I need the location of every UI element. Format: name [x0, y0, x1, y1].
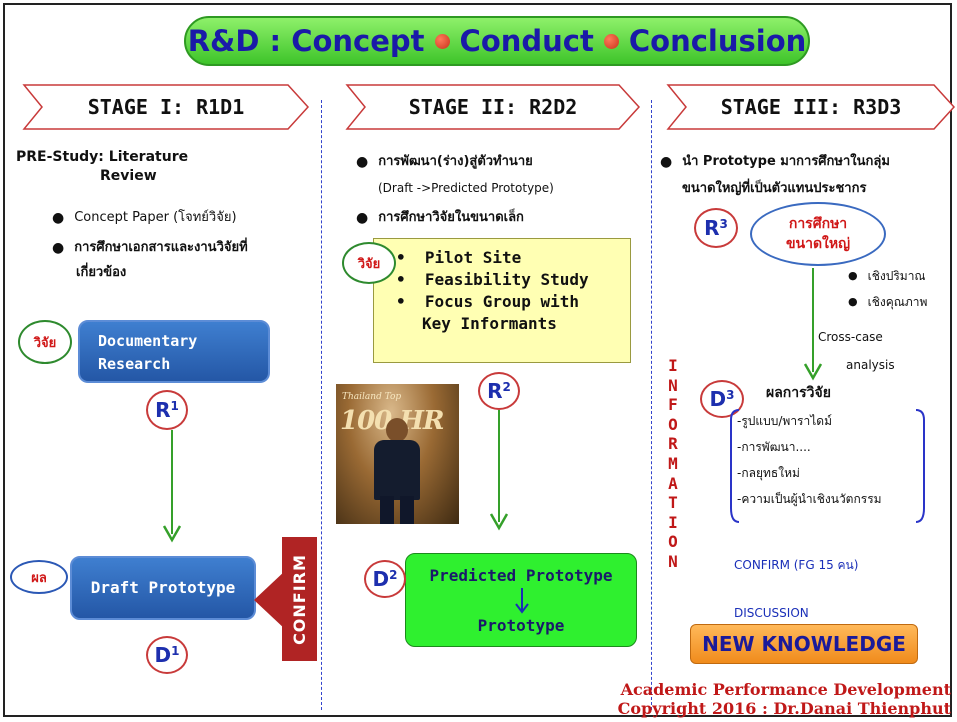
person-head — [386, 418, 408, 442]
cross-case-text: analysis — [846, 358, 895, 372]
large-scale-study-oval: การศึกษา ขนาดใหญ่ — [750, 202, 886, 266]
award-photo: Thailand Top 100 HR — [336, 384, 459, 524]
title-part-conclusion: Conclusion — [628, 24, 807, 58]
bullet-icon: ● — [848, 295, 858, 308]
bullet-icon: ● — [660, 154, 673, 170]
result-tag: ผล — [10, 560, 68, 594]
list-item: ● เชิงปริมาณ — [848, 264, 926, 288]
list-item: ● นำ Prototype มาการศึกษาในกลุ่ม — [660, 150, 890, 174]
research-tag: วิจัย — [342, 242, 396, 284]
credit-line-1: Academic Performance Development — [620, 680, 951, 699]
bullet-icon: ● — [356, 154, 369, 170]
stage-2-header: STAGE II: R2D2 — [345, 83, 641, 131]
stage-3-label: STAGE III: R3D3 — [720, 95, 902, 119]
right-brace-icon — [915, 409, 925, 523]
stage-1-header: STAGE I: R1D1 — [22, 83, 310, 131]
list-item: ● การศึกษาเอกสารและงานวิจัยที่ — [52, 236, 248, 260]
list-item-continuation: เกี่ยวข้อง — [76, 265, 127, 280]
result-item: -รูปแบบ/พาราไดม์ — [737, 414, 832, 428]
bullet-icon: ● — [848, 269, 858, 282]
chevron-arrow-icon — [22, 84, 310, 130]
dot-icon — [434, 33, 450, 49]
bullet-icon: ● — [356, 210, 369, 226]
person-body — [374, 440, 420, 500]
discussion-text: DISCUSSION — [734, 606, 809, 620]
new-knowledge-banner: NEW KNOWLEDGE — [690, 624, 918, 664]
column-divider — [321, 100, 322, 710]
result-item: -การพัฒนา.... — [737, 440, 811, 454]
draft-prototype-box: Draft Prototype — [70, 556, 256, 620]
method-item: • Feasibility Study — [396, 270, 589, 289]
left-triangle-icon — [254, 570, 286, 630]
chevron-arrow-icon — [345, 84, 641, 130]
list-item-continuation: ขนาดใหญ่ที่เป็นตัวแทนประชากร — [682, 181, 867, 196]
results-title: ผลการวิจัย — [766, 385, 831, 401]
pre-study-subtitle: Review — [100, 168, 157, 184]
list-item: ● Concept Paper (โจทย์วิจัย) — [52, 206, 237, 230]
down-arrow-icon — [162, 430, 182, 543]
credit-line-2: Copyright 2016 : Dr.Danai Thienphut — [617, 699, 951, 718]
stage-3-header: STAGE III: R3D3 — [666, 83, 956, 131]
chevron-arrow-icon — [666, 84, 956, 130]
cross-case-text: Cross-case — [818, 330, 883, 344]
down-arrow-icon — [803, 268, 823, 381]
title-part-conduct: Conduct — [459, 24, 594, 58]
list-item-subtext: (Draft ->Predicted Prototype) — [378, 181, 554, 195]
list-item: ● การพัฒนา(ร่าง)สู่ตัวทำนาย — [356, 150, 533, 174]
method-item-continuation: Key Informants — [422, 314, 557, 333]
slide-frame — [3, 3, 952, 717]
bullet-icon: ● — [52, 240, 65, 256]
confirm-fg-text: CONFIRM (FG 15 คน) — [734, 558, 859, 572]
information-vertical-text: I N F O R M A T I O N — [668, 356, 678, 571]
stage-2-label: STAGE II: R2D2 — [408, 95, 578, 119]
method-item: • Focus Group with — [396, 292, 580, 311]
down-arrow-icon — [515, 588, 529, 614]
method-item: • Pilot Site — [396, 248, 522, 267]
left-brace-icon — [730, 409, 740, 523]
column-divider — [651, 100, 652, 710]
list-item: ● การศึกษาวิจัยในขนาดเล็ก — [356, 206, 524, 230]
documentary-research-box: Documentary Research — [78, 320, 270, 383]
title-banner: R&D : Concept Conduct Conclusion — [184, 16, 810, 66]
confirm-side-label: CONFIRM — [282, 537, 317, 661]
results-list: -รูปแบบ/พาราไดม์ -การพัฒนา.... -กลยุทธให… — [737, 408, 882, 512]
bullet-icon: ● — [52, 210, 65, 226]
pre-study-title: PRE-Study: Literature — [16, 149, 189, 165]
result-item: -ความเป็นผู้นำเชิงนวัตกรรม — [737, 492, 882, 506]
stage-1-label: STAGE I: R1D1 — [87, 95, 245, 119]
dot-icon — [603, 33, 619, 49]
down-arrow-icon — [489, 410, 509, 531]
result-item: -กลยุทธใหม่ — [737, 466, 800, 480]
research-tag: วิจัย — [18, 320, 72, 364]
predicted-prototype-box: Predicted Prototype Prototype — [405, 553, 637, 647]
title-part-concept: R&D : Concept — [187, 24, 425, 58]
list-item: ● เชิงคุณภาพ — [848, 290, 927, 314]
methods-box: • Pilot Site • Feasibility Study • Focus… — [373, 238, 631, 363]
